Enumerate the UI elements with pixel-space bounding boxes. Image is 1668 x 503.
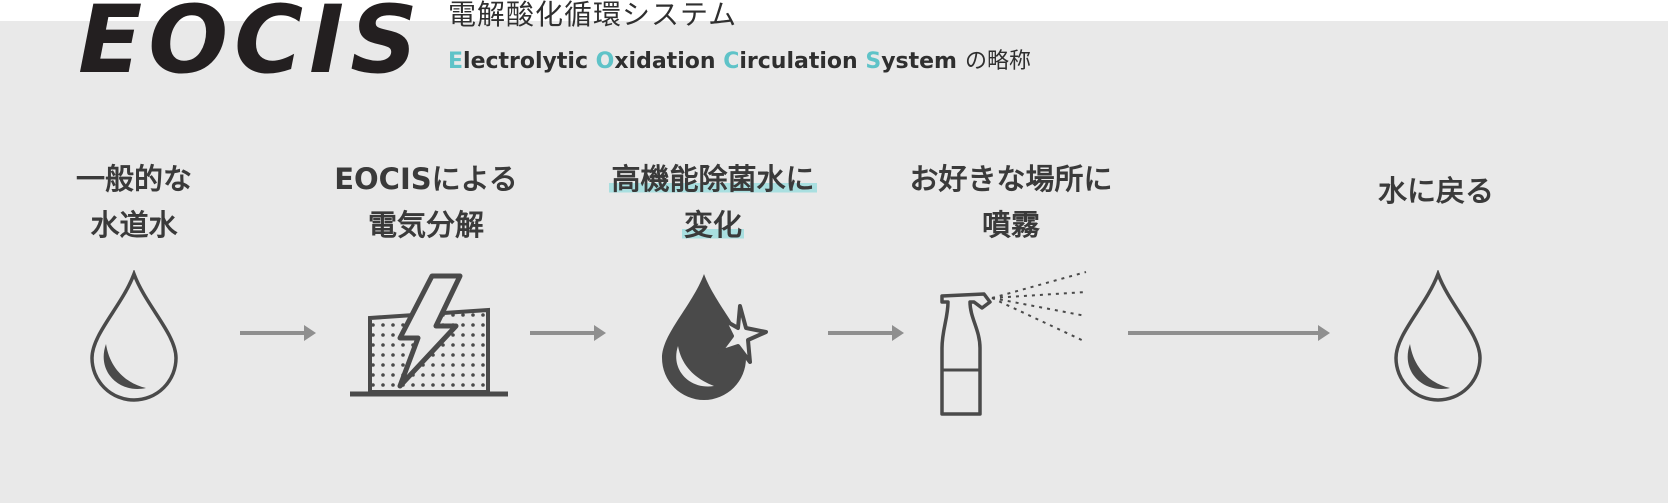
step-label-line2: 変化 (681, 208, 744, 242)
arrow-right-icon (1126, 323, 1332, 343)
water-drop-icon (1392, 270, 1484, 402)
water-drop-icon (88, 270, 180, 402)
step-sanitizing-water-label: 高機能除菌水に 変化 (593, 156, 833, 248)
initial-s: S (865, 49, 882, 74)
step-label-line1: 水に戻る (1377, 174, 1494, 208)
eocis-logo: EOCIS (78, 0, 424, 95)
step-label-line2: 水道水 (90, 208, 178, 242)
step-label-line1: 一般的な (75, 162, 192, 196)
step-label-line1: 高機能除菌水に (609, 162, 817, 196)
initial-c: C (723, 49, 740, 74)
step-return-to-water-label: 水に戻る (1316, 168, 1556, 214)
arrow-right-icon (826, 323, 906, 343)
arrow-right-icon (528, 323, 608, 343)
word-electrolytic: lectrolytic (463, 49, 596, 74)
step-label-line1: EOCISによる (334, 162, 518, 196)
diagram-panel (0, 21, 1668, 503)
arrow-right-icon (238, 323, 318, 343)
system-name-jp: 電解酸化循環システム (448, 0, 738, 31)
sparkle-drop-icon (658, 270, 770, 402)
word-oxidation: xidation (614, 49, 724, 74)
step-label-line2: 噴霧 (981, 208, 1040, 242)
abbreviation-suffix: の略称 (964, 49, 1031, 74)
step-label-line2: 電気分解 (367, 208, 484, 242)
initial-e: E (448, 49, 464, 74)
spray-bottle-icon (930, 268, 1090, 418)
word-circulation: irculation (739, 49, 866, 74)
electrolysis-icon (348, 270, 510, 400)
step-tap-water-label: 一般的な 水道水 (14, 156, 254, 248)
step-label-line1: お好きな場所に (909, 162, 1113, 196)
initial-o: O (595, 49, 615, 74)
system-name-en: Electrolytic Oxidation Circulation Syste… (448, 48, 1031, 76)
step-spray-label: お好きな場所に 噴霧 (891, 156, 1131, 248)
word-system: ystem (881, 49, 957, 74)
step-electrolysis-label: EOCISによる 電気分解 (306, 156, 546, 248)
